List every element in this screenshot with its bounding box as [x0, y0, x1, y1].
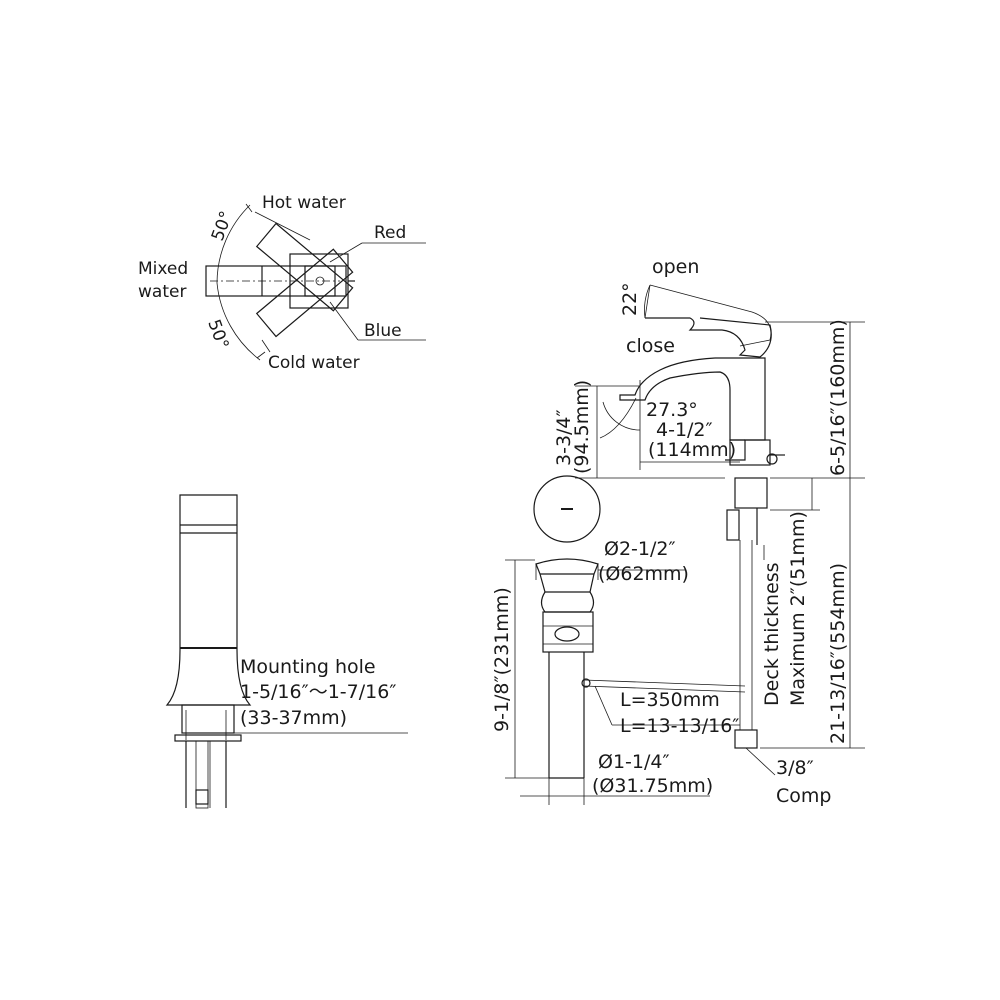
label-blue: Blue — [364, 321, 402, 341]
label-supply-comp: Comp — [776, 785, 831, 807]
label-rod-length-mm: L=350mm — [620, 689, 720, 711]
drain-view: Ø2-1/2″ (Ø62mm) 9-1/8″(231mm) L=350mm L=… — [491, 475, 746, 805]
label-angle-hot: 50° — [208, 209, 237, 244]
handle-bar-hot — [255, 222, 354, 312]
label-spout-height-in: 3-3/4″ — [553, 409, 575, 466]
label-cold-water: Cold water — [268, 353, 360, 373]
label-mounting-hole-in: 1-5/16″～1-7/16″ — [240, 681, 396, 703]
label-red: Red — [374, 223, 406, 243]
label-supply-size: 3/8″ — [776, 757, 814, 779]
label-lever-angle: 22° — [619, 282, 641, 316]
label-tail-diameter-mm: (Ø31.75mm) — [592, 775, 713, 797]
label-hot-water: Hot water — [262, 193, 346, 213]
handle-top-view: Hot water Red Mixed water Blue Cold wate… — [138, 193, 426, 373]
label-drain-length: 9-1/8″(231mm) — [491, 587, 513, 732]
label-tail-diameter-in: Ø1-1/4″ — [598, 751, 670, 773]
handle-bar-mixed — [205, 265, 347, 297]
label-cap-diameter-mm: (Ø62mm) — [598, 563, 689, 585]
label-close: close — [626, 335, 675, 357]
label-top-height: 6-5/16″(160mm) — [827, 319, 849, 476]
label-reach-mm: (114mm) — [648, 439, 736, 461]
drain-cap-top-view — [533, 475, 601, 543]
label-spout-height-mm: (94.5mm) — [571, 380, 593, 474]
label-mounting-hole-mm: (33-37mm) — [240, 707, 347, 729]
label-overall-length: 21-13/16″(554mm) — [827, 563, 849, 744]
label-mounting-hole: Mounting hole — [240, 656, 376, 678]
label-mixed-water-1: Mixed — [138, 259, 188, 279]
label-open: open — [652, 256, 699, 278]
label-deck-thickness: Deck thickness — [761, 562, 783, 706]
label-cap-diameter-in: Ø2-1/2″ — [604, 538, 676, 560]
faucet-front-view: open close 22° 27.3° 4-1/2″ (114mm) 3-3/… — [553, 256, 865, 807]
faucet-side-view: Mounting hole 1-5/16″～1-7/16″ (33-37mm) — [165, 494, 408, 809]
label-reach-in: 4-1/2″ — [656, 419, 713, 441]
label-rod-length-in: L=13-13/16″ — [620, 715, 739, 737]
label-deck-maximum: Maximum 2″(51mm) — [787, 511, 809, 706]
label-spout-angle: 27.3° — [646, 399, 698, 421]
label-mixed-water-2: water — [138, 282, 186, 302]
